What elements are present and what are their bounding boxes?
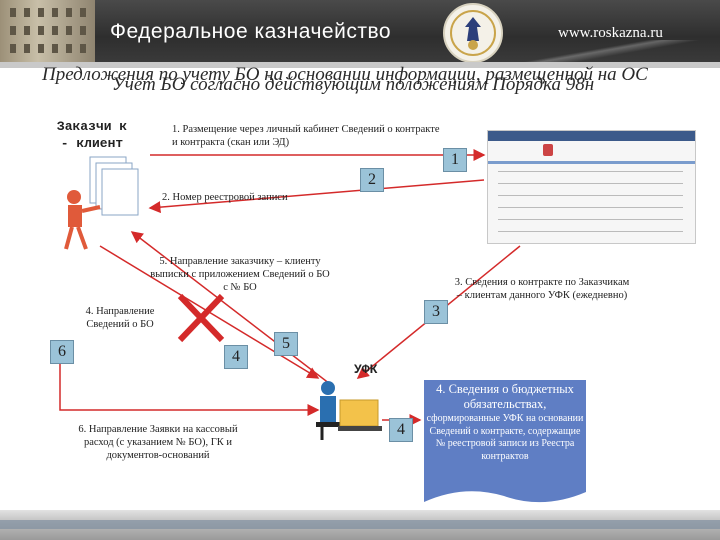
- note-budget-obligations: 4. Сведения о бюджетных обязательствах, …: [424, 380, 586, 490]
- step-3-text: 3. Сведения о контракте по Заказчикам – …: [454, 277, 630, 301]
- note-tail: [424, 488, 586, 503]
- badge-4-ufk: 4: [389, 418, 413, 442]
- header-bar: [0, 0, 720, 62]
- step-6-text: 6. Направление Заявки на кассовый расход…: [78, 424, 238, 461]
- building-image: [0, 0, 95, 62]
- badge-6: 6: [50, 340, 74, 364]
- header-title: Федеральное казначейство: [110, 20, 392, 43]
- slide-title-back: Предложения по учету БО на основании инф…: [42, 64, 648, 85]
- note-title: 4. Сведения о бюджетных обязательствах,: [436, 382, 574, 411]
- step-5-text: 5. Направление заказчику – клиенту выпис…: [150, 256, 330, 293]
- ufk-worker-icon: [316, 381, 382, 440]
- badge-2: 2: [360, 168, 384, 192]
- note-body: сформированные УФК на основании Сведений…: [426, 413, 584, 462]
- step-1-text: 1. Размещение через личный кабинет Сведе…: [172, 124, 440, 148]
- badge-1: 1: [443, 148, 467, 172]
- arrow-step-6: [59, 350, 320, 416]
- footer-band: [0, 520, 720, 529]
- treasury-emblem-icon: [443, 3, 503, 63]
- ufk-label: УФК: [354, 362, 378, 377]
- cross-mark-b: [177, 293, 225, 343]
- header-decoration: [500, 40, 720, 66]
- portal-screenshot: [487, 130, 696, 244]
- customer-with-documents-icon: [64, 156, 139, 250]
- badge-4: 4: [224, 345, 248, 369]
- arrow-step-2: [148, 179, 485, 214]
- slide-title-front: Учет БО согласно действующим положениям …: [112, 74, 595, 95]
- badge-5: 5: [274, 332, 298, 356]
- header-divider: [0, 62, 720, 68]
- step-4-text: 4. Направление Сведений о БО: [85, 306, 155, 330]
- customer-label: Заказчи к - клиент: [56, 119, 128, 151]
- step-2-text: 2. Номер реестровой записи: [162, 192, 288, 203]
- badge-3: 3: [424, 300, 448, 324]
- header-url[interactable]: www.roskazna.ru: [558, 25, 663, 41]
- arrow-step-5: [130, 231, 331, 385]
